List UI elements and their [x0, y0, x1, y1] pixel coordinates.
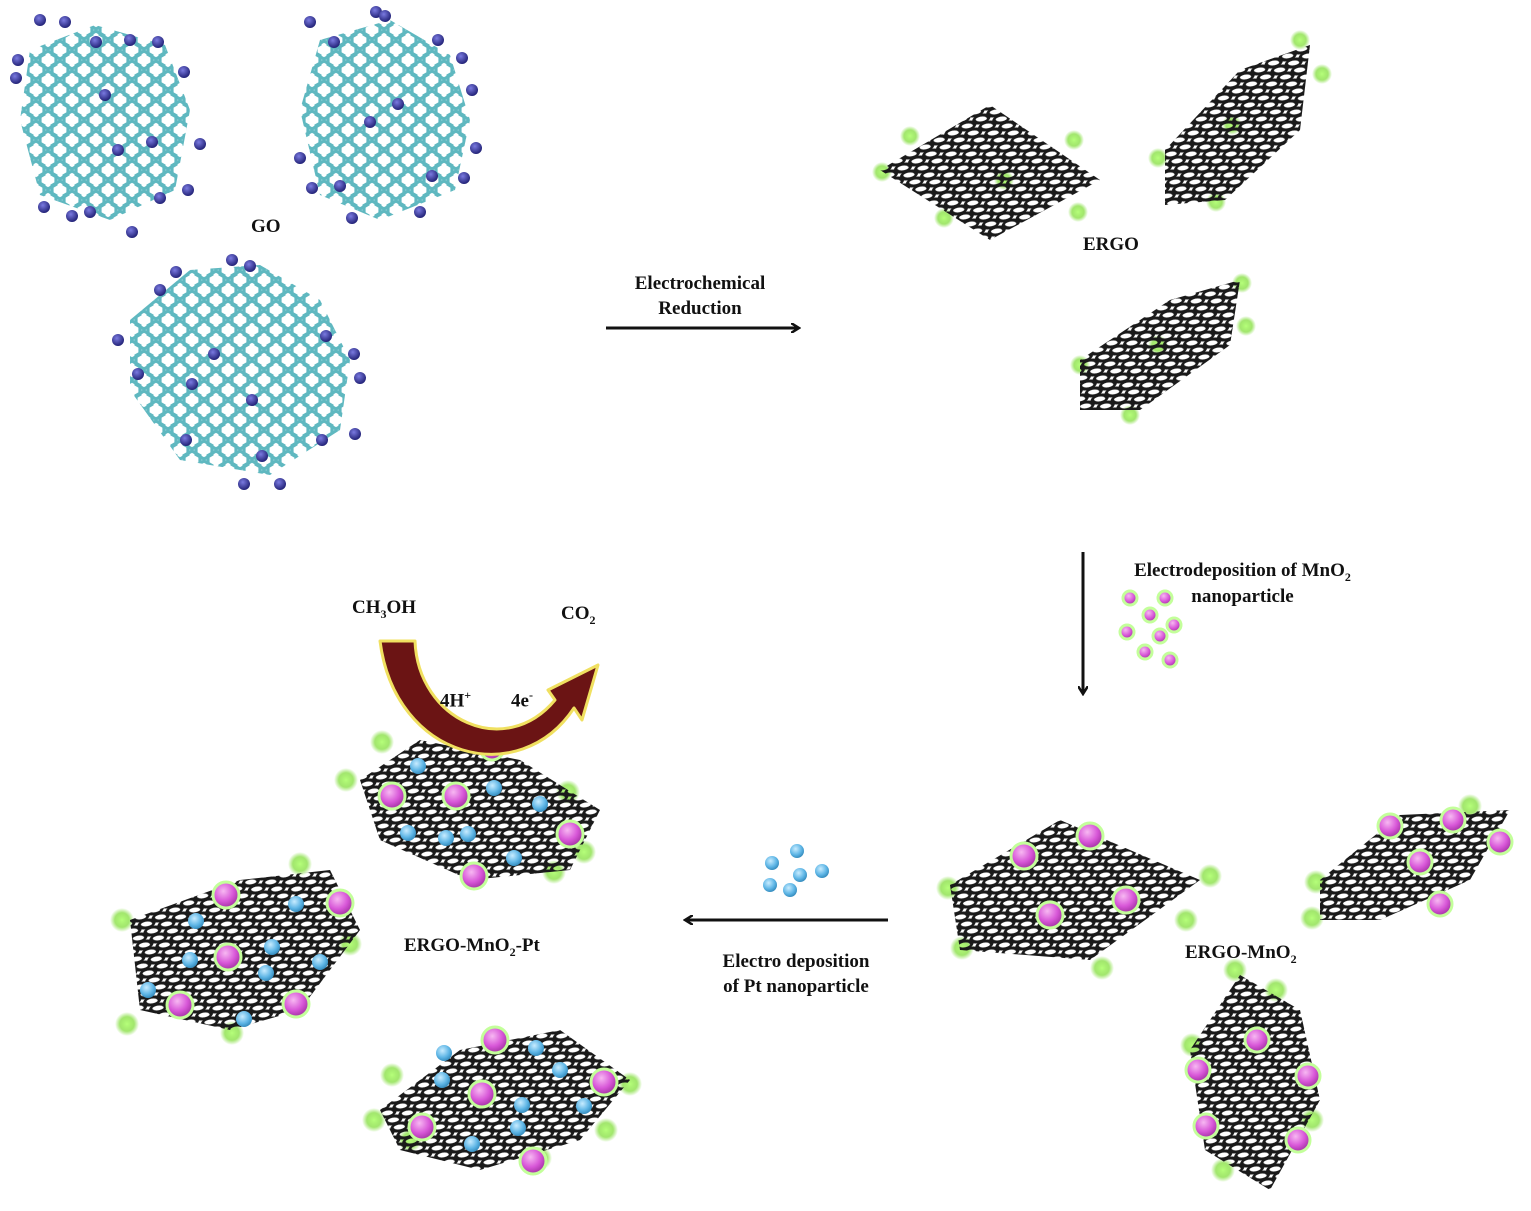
- label-ergo: ERGO: [1083, 234, 1139, 255]
- mno2-nanoparticles: [1118, 589, 1183, 669]
- label-step2-line1: Electrodeposition of MnO2: [1134, 560, 1351, 584]
- label-electrochemical-reduction: Electrochemical Reduction: [615, 272, 785, 321]
- ergo-mno2-sheet: [1180, 958, 1324, 1190]
- ergo-mno2-sheet: [1300, 794, 1514, 930]
- label-pt-deposition: Electro deposition of Pt nanoparticle: [706, 950, 886, 999]
- label-step3-line1: Electro deposition: [722, 951, 870, 972]
- label-co2: CO2: [561, 603, 596, 627]
- label-electrons: 4e-: [511, 688, 533, 712]
- ergo-sheet: [1148, 30, 1332, 212]
- label-step1-line1: Electrochemical: [634, 273, 766, 294]
- label-step1-line2: Reduction: [658, 297, 742, 319]
- go-sheet: [112, 254, 366, 490]
- label-methanol: CH3OH: [352, 597, 417, 621]
- ergo-sheet: [872, 105, 1100, 240]
- label-mno2-deposition: Electrodeposition of MnO2 nanoparticle: [1115, 559, 1370, 610]
- reaction-arrow: [378, 639, 600, 756]
- label-step3-line2: of Pt nanoparticle: [723, 975, 869, 997]
- ergo-mno2-pt-sheet: [362, 1025, 642, 1176]
- pt-nanoparticles: [763, 844, 829, 897]
- go-sheet: [10, 14, 206, 238]
- ergo-sheet: [1070, 273, 1256, 425]
- ergo-mno2-pt-sheet: [110, 852, 362, 1045]
- label-ergo-mno2-pt: ERGO-MnO2-Pt: [404, 935, 540, 959]
- label-go: GO: [251, 216, 281, 237]
- oxygen-groups: [10, 14, 206, 238]
- oxygen-groups: [112, 254, 366, 490]
- label-protons: 4H+: [440, 688, 472, 712]
- go-sheet: [294, 6, 482, 224]
- ergo-mno2-sheet: [936, 820, 1222, 980]
- label-ergo-mno2: ERGO-MnO2: [1185, 942, 1297, 966]
- oxygen-groups: [294, 6, 482, 224]
- label-step2-line2: nanoparticle: [1191, 586, 1294, 608]
